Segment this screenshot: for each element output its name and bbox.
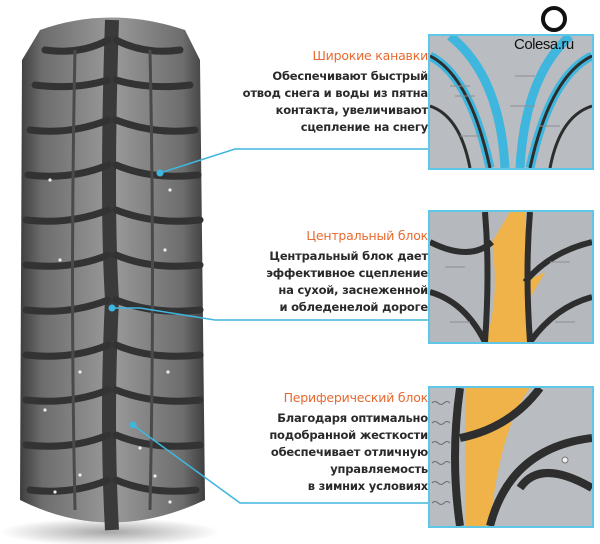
callout-description: Обеспечивают быстрый отвод снега и воды …: [242, 69, 429, 134]
detail-panel-peripheral-block: [428, 386, 594, 528]
callout-peripheral-block: Периферический блок Благодаря оптимально…: [269, 390, 428, 495]
callout-wide-grooves: Широкие канавки Обеспечивают быстрый отв…: [242, 48, 429, 136]
logo-ring-icon: [541, 6, 567, 32]
detail-panel-wide-grooves: [428, 34, 594, 170]
colesa-logo: Colesa.ru: [510, 6, 600, 62]
central-block-closeup-image: [430, 212, 592, 342]
peripheral-block-closeup-image: [430, 388, 592, 526]
callout-description: Благодаря оптимально подобранной жесткос…: [269, 411, 428, 493]
callout-title: Периферический блок: [283, 390, 429, 405]
callout-title: Центральный блок: [306, 228, 428, 243]
callout-title: Широкие канавки: [312, 48, 429, 63]
grooves-closeup-image: [430, 36, 592, 168]
detail-panel-central-block: [428, 210, 594, 344]
callout-central-block: Центральный блок Центральный блок дает э…: [266, 228, 428, 316]
logo-text: Colesa.ru: [514, 36, 574, 53]
callout-description: Центральный блок дает эффективное сцепле…: [266, 249, 428, 314]
tire-tread-image: [0, 17, 220, 544]
